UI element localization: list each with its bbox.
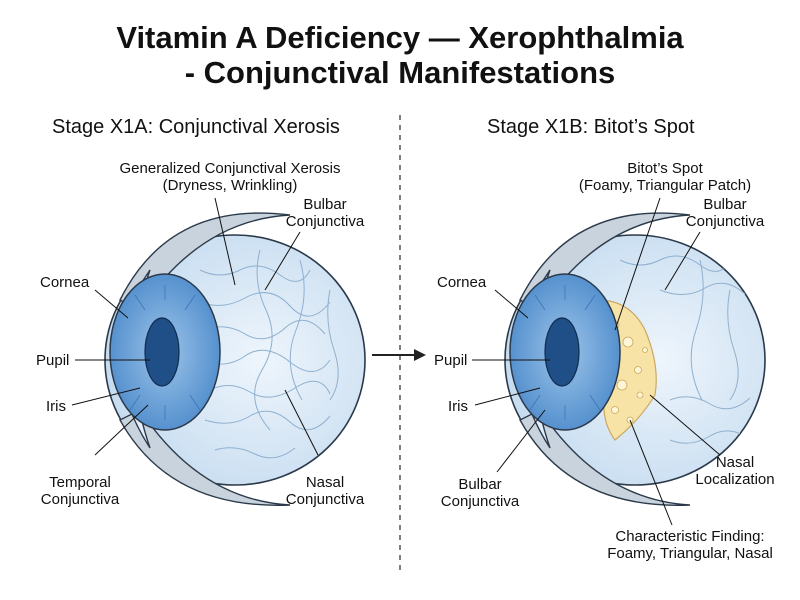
right-conjunctiva-wrinkles — [619, 255, 751, 444]
left-leader-lines — [71, 197, 319, 456]
label-pupil-left: Pupil — [36, 352, 70, 369]
label-generalized-xerosis: Generalized Conjunctival Xerosis (Drynes… — [119, 160, 341, 194]
label-nasal-localization: Nasal Localization — [695, 454, 775, 488]
left-pupil — [144, 317, 180, 387]
label-iris-left: Iris — [46, 398, 66, 415]
label-pupil-right: Pupil — [434, 352, 468, 369]
right-eye — [504, 212, 766, 506]
left-stage-heading: Stage X1A: Conjunctival Xerosis — [52, 116, 340, 138]
right-iris-fibers — [529, 285, 601, 420]
label-cornea-right: Cornea — [437, 274, 487, 291]
label-iris-right: Iris — [448, 398, 468, 415]
diagram-title: Vitamin A Deficiency — Xerophthalmia - C… — [0, 20, 800, 90]
left-eye — [104, 212, 366, 506]
title-line-2: - Conjunctival Manifestations — [184, 55, 616, 90]
right-stage-heading: Stage X1B: Bitot’s Spot — [487, 116, 695, 138]
label-bulbar-conjunctiva-left: Bulbar Conjunctiva — [285, 196, 365, 230]
label-bulbar-conjunctiva-lower: Bulbar Conjunctiva — [440, 476, 520, 510]
label-temporal-conjunctiva: Temporal Conjunctiva — [40, 474, 120, 508]
label-characteristic-finding: Characteristic Finding: Foamy, Triangula… — [607, 528, 773, 562]
right-leader-lines — [472, 197, 721, 526]
left-conjunctiva-wrinkles — [194, 249, 339, 459]
label-bitots-spot: Bitot’s Spot (Foamy, Triangular Patch) — [578, 160, 752, 194]
title-line-1: Vitamin A Deficiency — Xerophthalmia — [116, 20, 684, 55]
progression-arrow — [372, 349, 426, 361]
left-iris-fibers — [129, 285, 201, 420]
right-pupil — [544, 317, 580, 387]
label-nasal-conjunctiva: Nasal Conjunctiva — [285, 474, 365, 508]
label-cornea-left: Cornea — [40, 274, 90, 291]
label-bulbar-conjunctiva-right: Bulbar Conjunctiva — [685, 196, 765, 230]
